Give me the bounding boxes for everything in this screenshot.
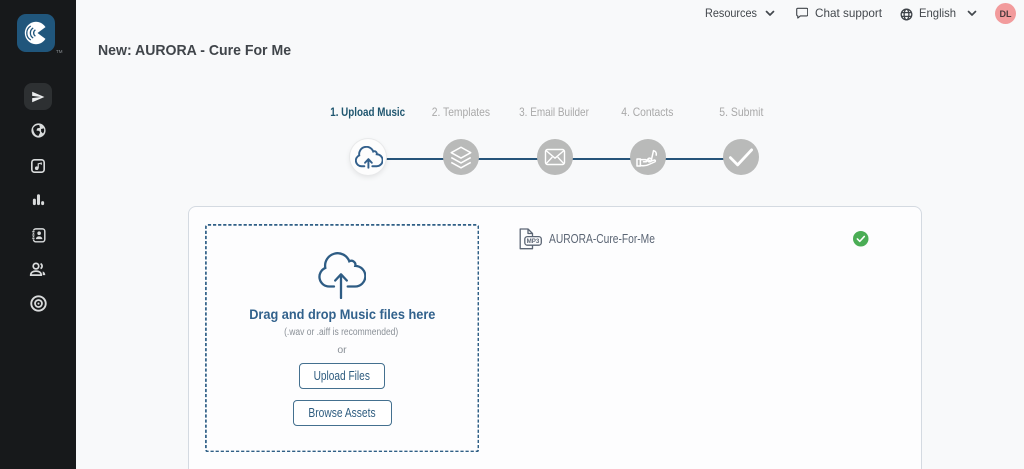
svg-text:MP3: MP3 xyxy=(526,238,539,245)
